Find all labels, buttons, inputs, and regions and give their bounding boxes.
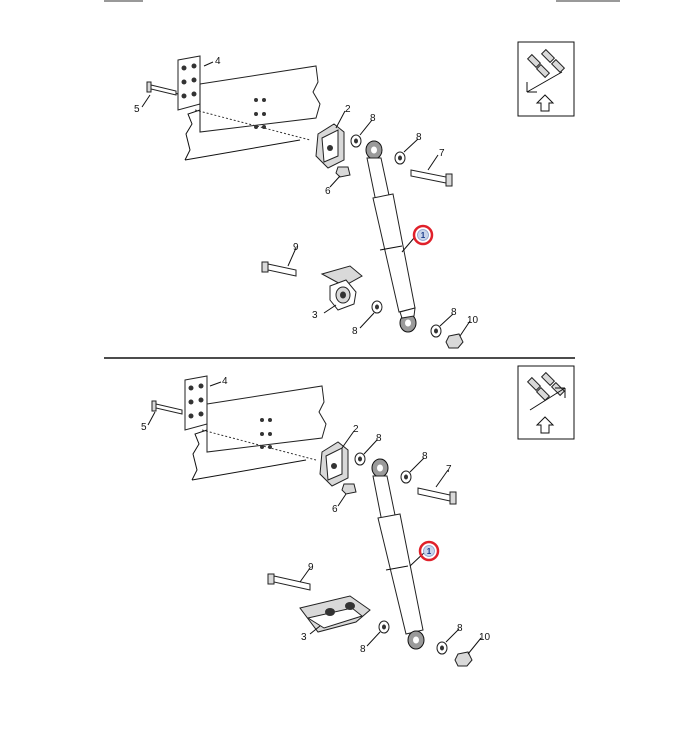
frame-rail [191, 385, 327, 481]
orientation-box-top [517, 41, 575, 117]
callout-1: 1 [421, 231, 426, 240]
reinforcement-plate [184, 375, 208, 431]
highlight-callout-1: 1 [412, 224, 434, 246]
callout-6: 6 [325, 186, 331, 197]
shock-absorber [365, 140, 417, 333]
highlight-ring [412, 224, 434, 246]
callout-8: 8 [451, 307, 457, 318]
callout-10: 10 [467, 315, 479, 326]
callout-8: 8 [422, 451, 428, 462]
frame-bolt [151, 400, 183, 415]
callout-8: 8 [416, 132, 422, 143]
callout-4: 4 [215, 56, 221, 67]
lower-bolt [267, 573, 311, 591]
view-bottom: 4 5 2 8 8 7 6 9 3 8 8 10 1 [141, 365, 575, 667]
callout-6: 6 [332, 504, 338, 515]
upper-bolt [417, 487, 457, 505]
lower-nut [454, 651, 473, 667]
leader-lines-bottom [147, 381, 482, 655]
callout-2: 2 [345, 104, 351, 115]
callout-8: 8 [360, 644, 366, 655]
callout-4: 4 [222, 376, 228, 387]
callout-8: 8 [376, 433, 382, 444]
callout-3: 3 [301, 632, 307, 643]
view-top: 4 5 2 8 8 7 6 9 3 8 8 10 1 [134, 41, 575, 349]
highlight-ring [418, 540, 440, 562]
upper-bracket [319, 441, 349, 487]
callout-10: 10 [479, 632, 491, 643]
frame-rail [184, 65, 321, 161]
highlight-callout-1: 1 [418, 540, 440, 562]
shock-absorber [371, 458, 425, 650]
vehicle-front-arrow-icon [526, 371, 566, 434]
callout-7: 7 [439, 148, 445, 159]
callout-7: 7 [446, 464, 452, 475]
callout-9: 9 [308, 562, 314, 573]
frame-bolt [146, 81, 179, 96]
callout-badge [417, 229, 429, 241]
lower-bracket [320, 265, 363, 311]
bracket-nut [335, 166, 351, 178]
lower-bolt [261, 261, 297, 277]
orientation-box-bottom [517, 365, 575, 440]
callout-3: 3 [312, 310, 318, 321]
callout-badge [423, 545, 435, 557]
leader-lines-top [141, 61, 471, 337]
upper-bracket [315, 123, 345, 169]
upper-bolt [410, 169, 453, 187]
bracket-nut [341, 483, 357, 495]
callout-8: 8 [352, 326, 358, 337]
callout-8: 8 [457, 623, 463, 634]
callout-8: 8 [370, 113, 376, 124]
callout-9: 9 [293, 242, 299, 253]
vehicle-front-arrow-icon [526, 48, 566, 112]
reinforcement-plate [177, 55, 201, 111]
callout-1: 1 [427, 547, 432, 556]
lower-bracket [299, 595, 371, 633]
callout-5: 5 [141, 422, 147, 433]
lower-nut [445, 333, 464, 349]
callout-5: 5 [134, 104, 140, 115]
callout-2: 2 [353, 424, 359, 435]
